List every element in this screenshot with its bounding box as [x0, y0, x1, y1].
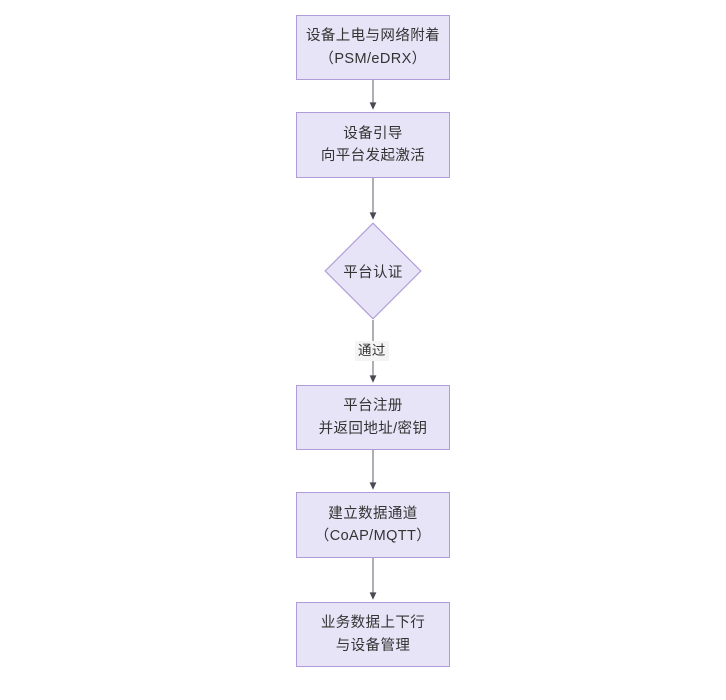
node-platform-register-line-2: 并返回地址/密钥 [318, 420, 428, 437]
node-bootstrap-line-1: 设备引导 [343, 125, 403, 142]
node-platform-register-line-1: 平台注册 [343, 398, 403, 415]
node-power-on-line-2: （PSM/eDRX） [319, 50, 427, 67]
node-platform-auth[interactable]: 平台认证 [324, 222, 422, 320]
node-power-on-line-1: 设备上电与网络附着 [305, 28, 441, 45]
node-data-channel-line-1: 建立数据通道 [328, 505, 418, 522]
node-service-data-line-1: 业务数据上下行 [320, 615, 426, 632]
node-platform-auth-label: 平台认证 [343, 264, 403, 281]
node-bootstrap-line-2: 向平台发起激活 [320, 148, 426, 164]
node-data-channel[interactable]: 建立数据通道 （CoAP/MQTT） [296, 492, 450, 558]
node-bootstrap[interactable]: 设备引导 向平台发起激活 [296, 112, 450, 178]
node-power-on[interactable]: 设备上电与网络附着 （PSM/eDRX） [296, 15, 450, 80]
node-service-data[interactable]: 业务数据上下行 与设备管理 [296, 602, 450, 667]
node-service-data-line-2: 与设备管理 [335, 637, 411, 654]
edge-label-auth-pass: 通过 [355, 341, 389, 361]
diamond-shape [324, 222, 422, 320]
node-data-channel-line-2: （CoAP/MQTT） [314, 528, 432, 544]
node-platform-register[interactable]: 平台注册 并返回地址/密钥 [296, 385, 450, 450]
